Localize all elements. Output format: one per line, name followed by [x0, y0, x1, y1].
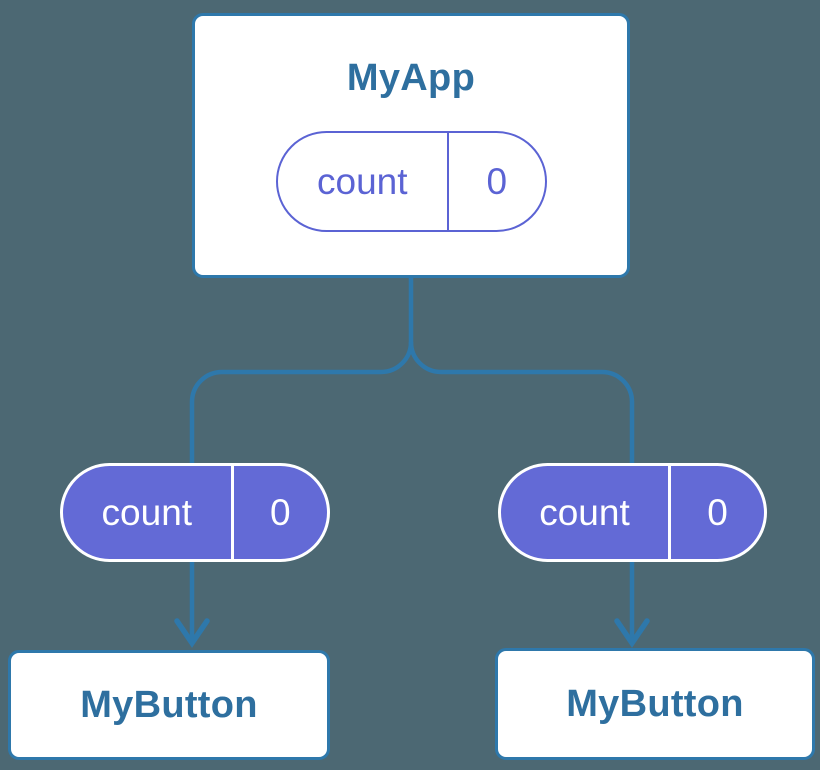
state-pill-left-child: count 0: [60, 463, 330, 562]
arrow-down-icon: [614, 618, 650, 648]
node-title: MyButton: [80, 684, 258, 726]
state-name: count: [539, 491, 630, 533]
state-name: count: [317, 160, 408, 202]
state-value: 0: [447, 133, 544, 230]
state-pill-root: count 0: [275, 131, 547, 232]
state-name: count: [101, 491, 193, 533]
node-child-left-mybutton: MyButton: [8, 650, 330, 760]
state-value: 0: [230, 466, 327, 559]
node-root-myapp: MyApp count 0: [192, 13, 630, 278]
node-child-right-mybutton: MyButton: [495, 648, 815, 760]
arrow-down-icon: [174, 618, 210, 648]
state-value: 0: [668, 466, 764, 559]
node-title: MyButton: [566, 683, 744, 725]
node-title: MyApp: [346, 57, 476, 99]
state-pill-right-child: count 0: [498, 463, 767, 562]
